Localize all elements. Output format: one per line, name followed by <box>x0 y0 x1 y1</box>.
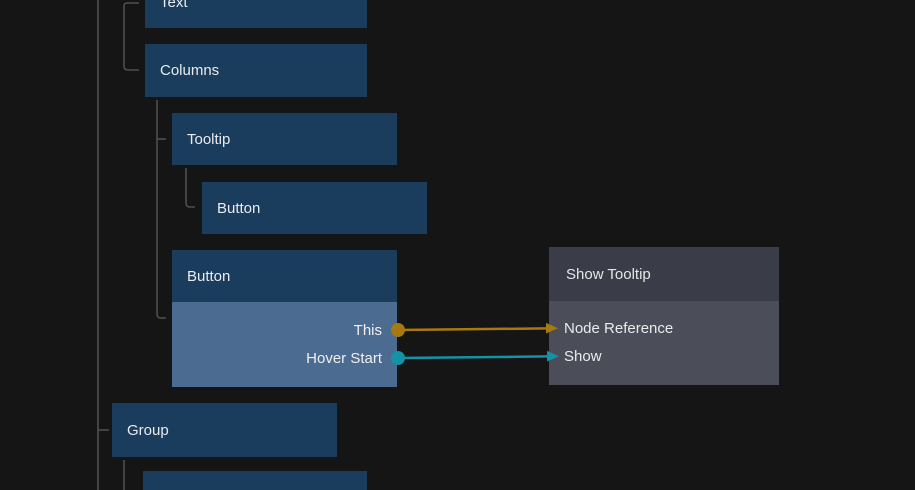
action-input-show-label: Show <box>564 347 602 365</box>
tree-node-tooltip-header[interactable]: Tooltip <box>172 113 397 165</box>
action-node-show-tooltip-header[interactable]: Show Tooltip <box>549 247 779 301</box>
tree-node-text-label: Text <box>160 0 188 11</box>
port-hover-start[interactable]: Hover Start <box>306 344 382 372</box>
tree-line-tooltip-child <box>185 168 195 208</box>
tree-node-button-2-ports: This Hover Start <box>172 302 397 387</box>
tree-node-tooltip-label: Tooltip <box>187 130 231 148</box>
tree-node-columns-header[interactable]: Columns <box>145 44 367 97</box>
action-input-node-reference-label: Node Reference <box>564 319 674 337</box>
tree-node-columns[interactable]: Columns <box>145 44 367 97</box>
tree-node-button-2-label: Button <box>187 267 231 285</box>
action-input-node-reference[interactable]: Node Reference <box>564 314 779 342</box>
tree-line-text-columns <box>123 2 139 71</box>
tree-node-button-1-label: Button <box>217 199 261 217</box>
tree-node-partial-header[interactable] <box>143 471 367 490</box>
tree-node-button-2-header[interactable]: Button <box>172 250 397 302</box>
tree-node-button-1-header[interactable]: Button <box>202 182 427 234</box>
tree-node-text[interactable]: Text <box>145 0 367 28</box>
tree-node-tooltip[interactable]: Tooltip <box>172 113 397 165</box>
action-node-title: Show Tooltip <box>566 265 651 283</box>
connection-hover-start-to-show <box>391 350 559 365</box>
tree-node-partial[interactable] <box>143 471 367 490</box>
tree-node-columns-label: Columns <box>160 62 220 79</box>
tree-node-button-2[interactable]: Button This Hover Start <box>172 250 397 387</box>
tree-line-columns-children <box>156 100 166 319</box>
tree-node-button-1[interactable]: Button <box>202 182 427 234</box>
wire-hover-start-to-show <box>397 355 549 360</box>
port-this[interactable]: This <box>354 316 382 344</box>
tree-node-group-header[interactable]: Group <box>112 403 337 457</box>
tree-node-text-header[interactable]: Text <box>145 0 367 28</box>
connection-this-to-node-reference <box>391 322 558 337</box>
port-this-label: This <box>353 321 382 339</box>
action-node-show-tooltip-body: Node Reference Show <box>549 301 779 385</box>
port-hover-start-label: Hover Start <box>306 349 382 367</box>
action-node-show-tooltip[interactable]: Show Tooltip Node Reference Show <box>549 247 779 385</box>
wire-this-to-node-reference <box>397 327 548 332</box>
tree-node-group[interactable]: Group <box>112 403 337 457</box>
action-input-show[interactable]: Show <box>564 342 779 370</box>
tree-node-group-label: Group <box>127 421 169 439</box>
